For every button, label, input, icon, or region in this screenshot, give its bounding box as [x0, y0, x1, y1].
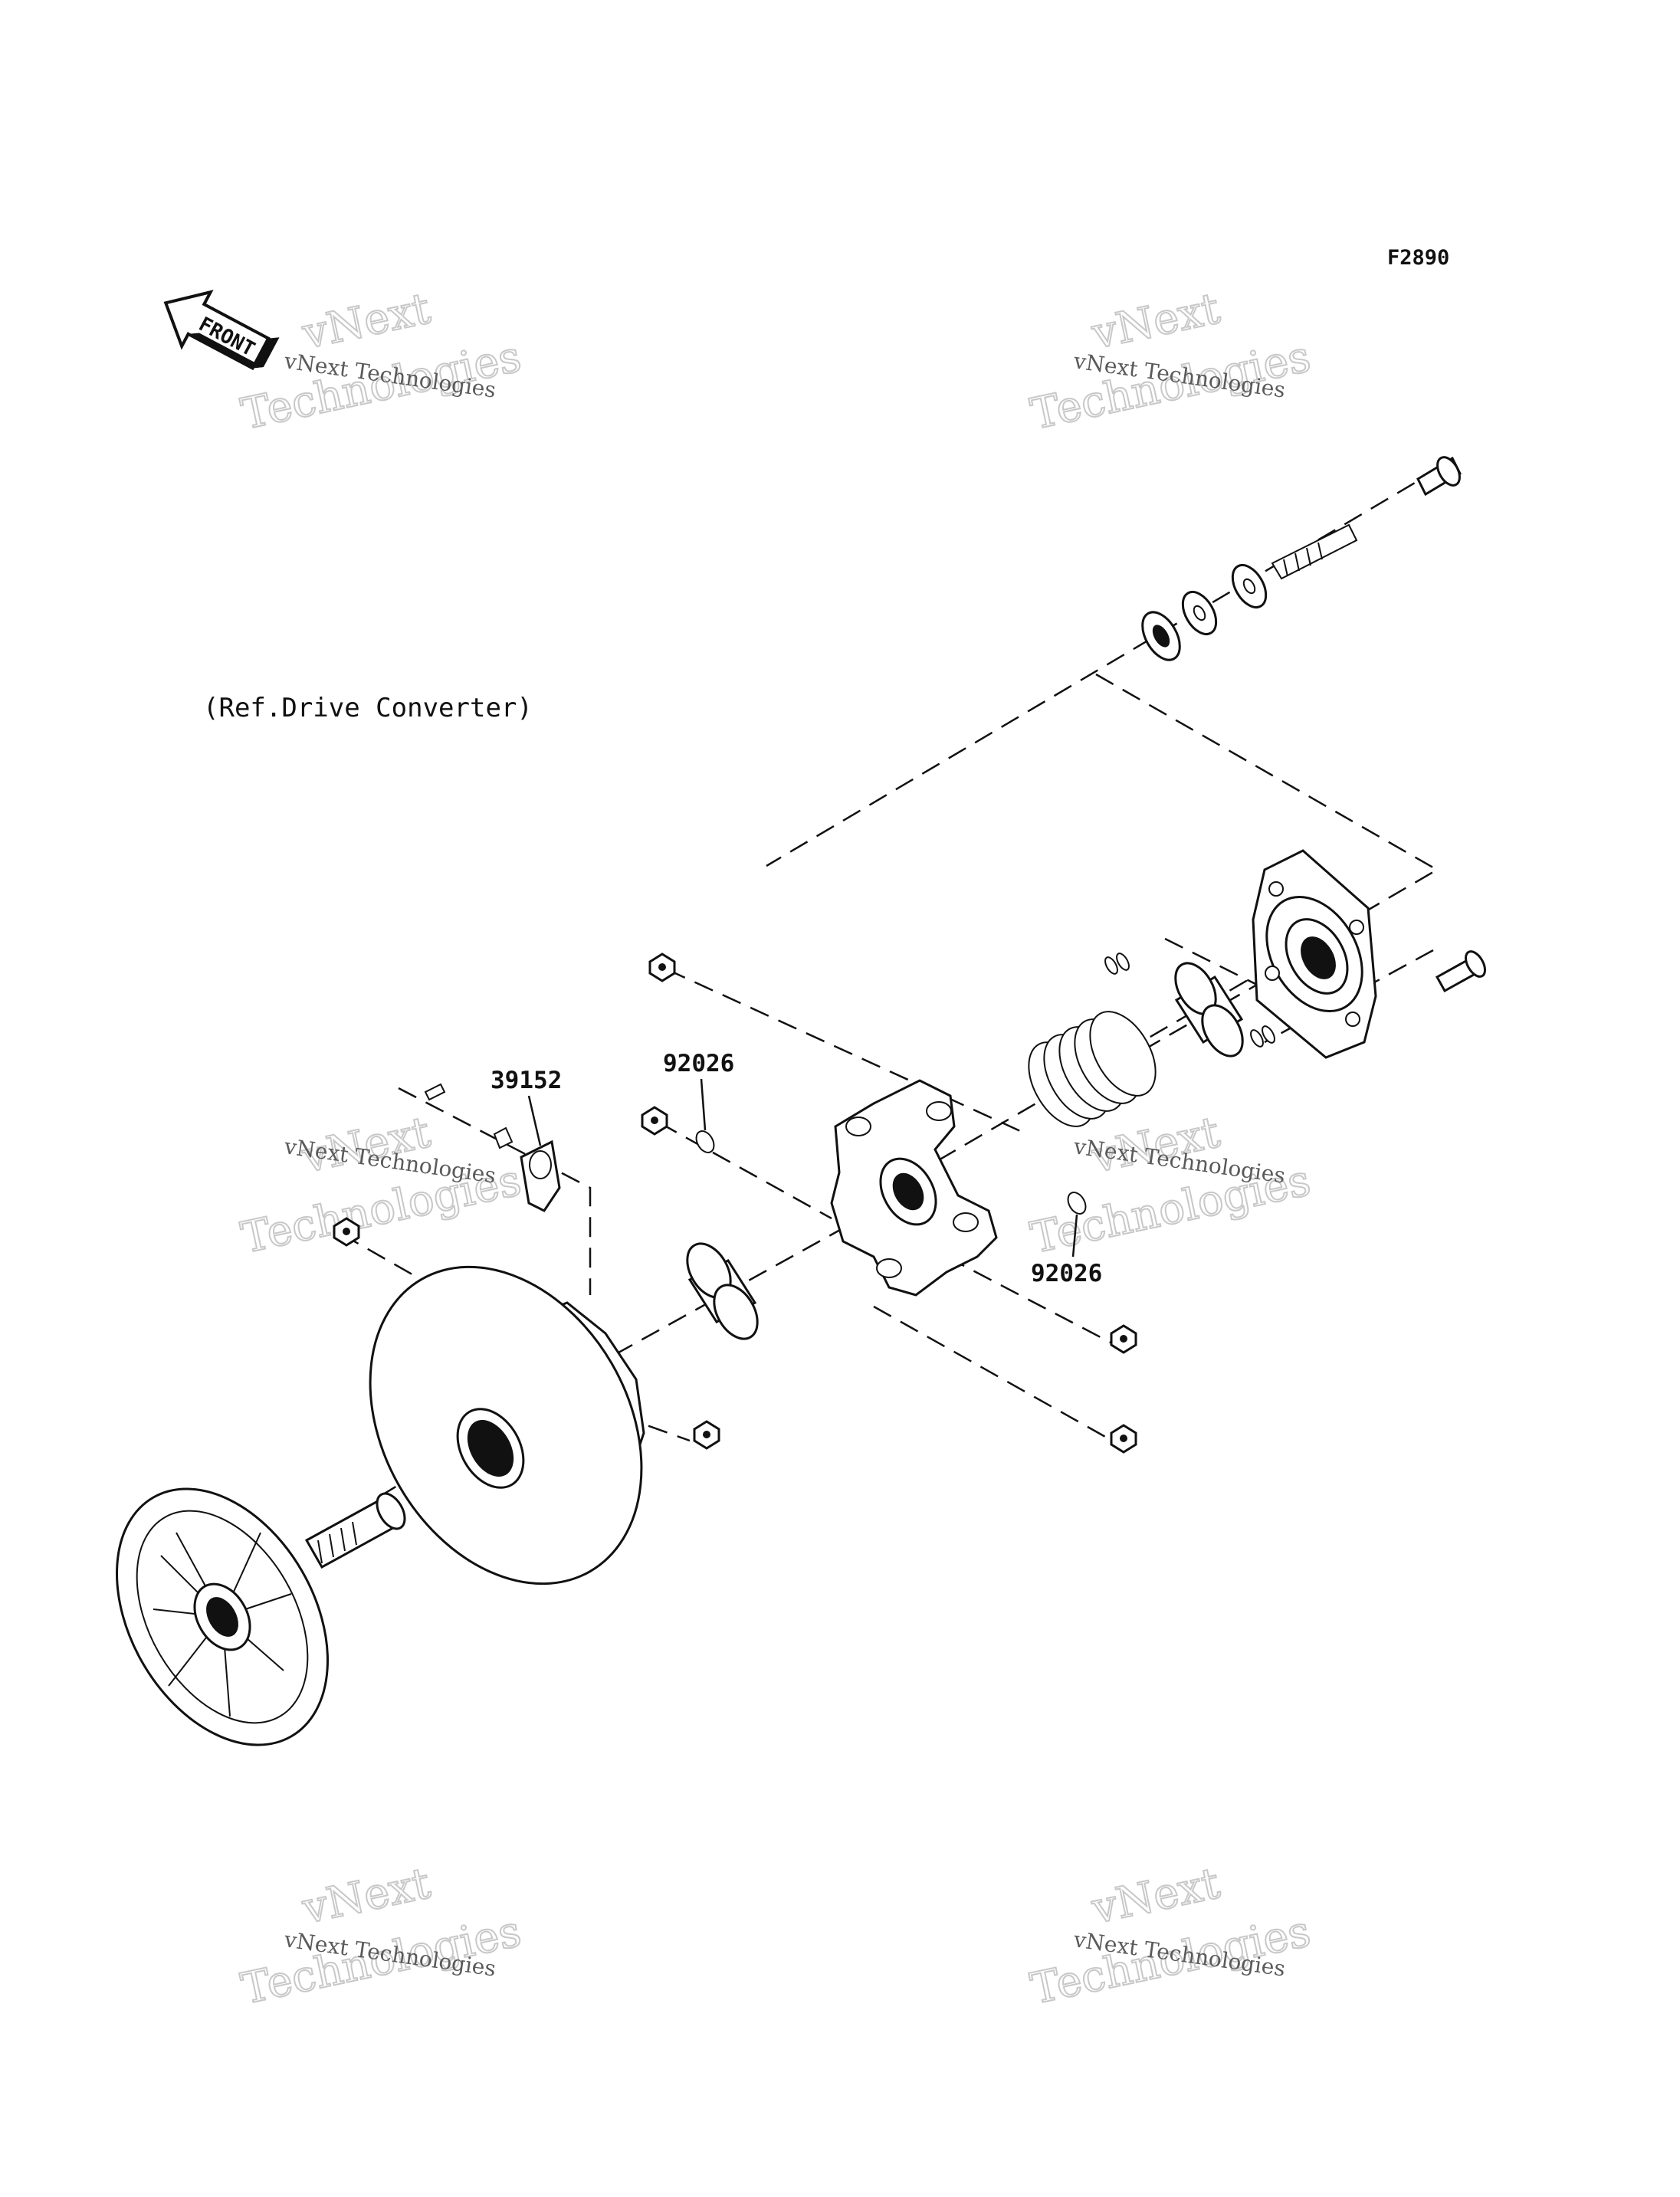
- cover-plate: [1252, 849, 1377, 1059]
- svg-text:vNext: vNext: [1087, 1858, 1224, 1934]
- bearing-top: [1141, 611, 1181, 661]
- svg-text:92026: 92026: [1031, 1260, 1102, 1287]
- callout-39152: 39152: [491, 1067, 562, 1146]
- axis-line-top: [766, 466, 1442, 867]
- svg-text:92026: 92026: [663, 1050, 734, 1077]
- washer-92026-top: [695, 1130, 715, 1153]
- bolt-top: [1271, 456, 1462, 580]
- front-arrow-icon: FRONT: [163, 290, 280, 371]
- cover-bolt: [1435, 950, 1486, 993]
- weight-39152: [493, 1126, 561, 1212]
- nut-top: [648, 953, 676, 982]
- callout-92026-bottom: 92026: [1031, 1214, 1102, 1287]
- axis-line-nut-left: [658, 1121, 832, 1220]
- callout-92026-top: 92026: [663, 1050, 734, 1131]
- washer-top-2: [1181, 591, 1218, 635]
- washer-92026-bottom: [1067, 1192, 1087, 1215]
- axis-line-weight: [398, 1087, 592, 1295]
- spring: [1028, 1011, 1157, 1127]
- nut-lower-left: [333, 1217, 360, 1247]
- ref-note: (Ref.Drive Converter): [203, 693, 533, 723]
- bushing-lower: [686, 1242, 759, 1340]
- pin-upper-1: [1104, 953, 1130, 975]
- axis-line-nut-bottom: [873, 1305, 1120, 1446]
- pin-weight: [424, 1083, 446, 1101]
- watermark-bottom-left: vNext Technologies vNext Technologies: [236, 1858, 526, 2015]
- svg-text:vNext: vNext: [1087, 284, 1224, 359]
- nut-right: [1110, 1324, 1137, 1354]
- bushing-upper: [1174, 962, 1244, 1058]
- axis-line-nut-right: [946, 1255, 1116, 1346]
- washer-top-1: [1231, 564, 1268, 608]
- movable-sheave: [369, 1265, 645, 1585]
- watermark-bottom-right: vNext Technologies vNext Technologies: [1025, 1858, 1315, 2015]
- nut-bottom-right: [1110, 1424, 1137, 1454]
- fixed-sheave: [116, 1487, 406, 1746]
- svg-text:vNext: vNext: [297, 284, 435, 359]
- spider: [830, 1079, 998, 1297]
- figure-code: F2890: [1387, 246, 1449, 270]
- nut-lower-mid: [693, 1420, 720, 1450]
- watermark-mid-right: vNext Technologies vNext Technologies: [1025, 1107, 1315, 1264]
- pin-upper-2: [1250, 1025, 1275, 1048]
- svg-text:39152: 39152: [491, 1067, 562, 1094]
- axis-line-nut-top: [666, 968, 1028, 1136]
- svg-text:vNext: vNext: [297, 1858, 435, 1934]
- nut-left: [641, 1106, 668, 1136]
- watermark-top-left: vNext Technologies vNext Technologies: [236, 283, 526, 441]
- watermark-top-right: vNext Technologies vNext Technologies: [1025, 283, 1315, 441]
